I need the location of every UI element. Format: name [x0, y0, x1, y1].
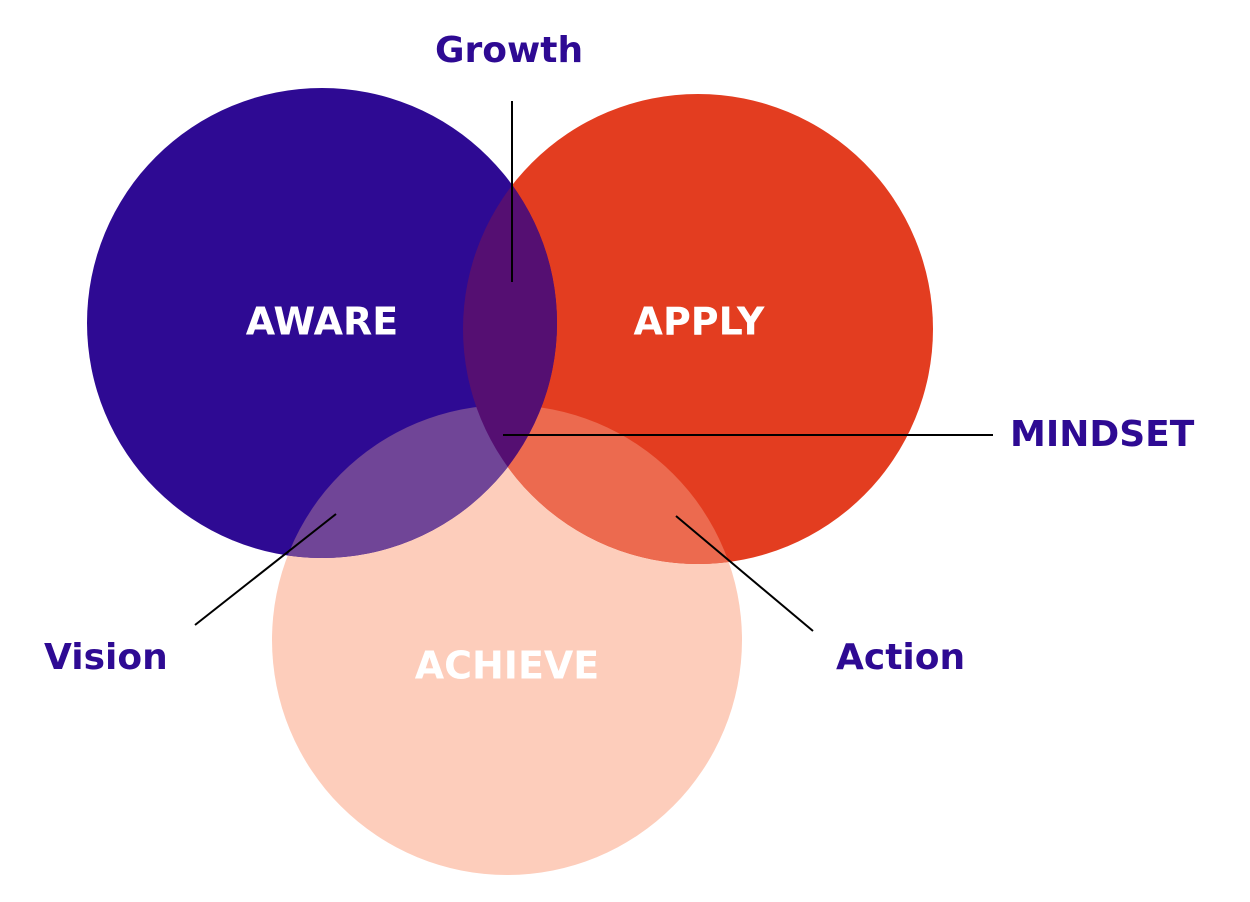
vision-label: Vision — [44, 637, 168, 678]
mindset-label: MINDSET — [1010, 414, 1195, 455]
apply-label: APPLY — [634, 300, 765, 344]
overlap-apply-achieve — [463, 405, 742, 564]
aware-label: AWARE — [246, 300, 399, 344]
action-leader-line — [675, 515, 814, 632]
overlap-aware-achieve — [272, 405, 557, 558]
growth-label: Growth — [435, 30, 583, 71]
achieve-label: ACHIEVE — [415, 644, 600, 688]
vision-leader-line — [194, 513, 337, 626]
action-label: Action — [836, 637, 965, 678]
